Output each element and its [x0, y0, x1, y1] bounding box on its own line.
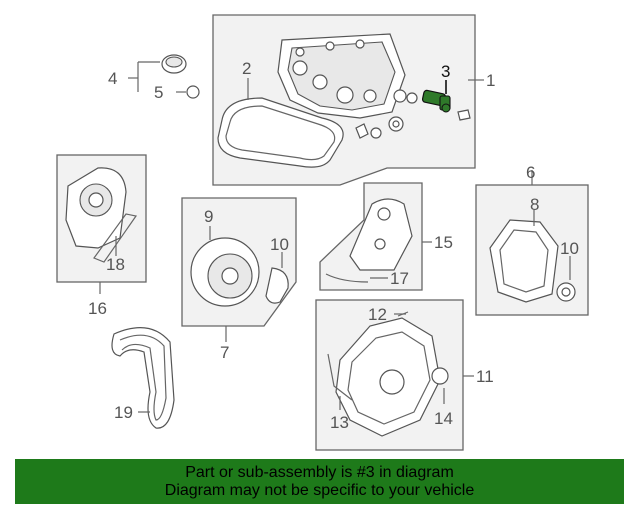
callout-10b: 10	[560, 239, 579, 258]
panel-timing-cover-rear	[56, 154, 147, 294]
callout-6: 6	[526, 163, 535, 182]
callout-18: 18	[106, 255, 125, 274]
callout-14: 14	[434, 409, 453, 428]
callout-2: 2	[242, 59, 251, 78]
panel-valve-cover	[212, 14, 484, 186]
callout-12: 12	[368, 305, 387, 324]
info-banner: Part or sub-assembly is #3 in diagram Di…	[15, 459, 624, 504]
part-3-highlighted[interactable]	[421, 89, 451, 113]
panel-water-pump	[181, 197, 297, 342]
callout-1: 1	[486, 71, 495, 90]
callout-19: 19	[114, 403, 133, 422]
callout-10a: 10	[270, 235, 289, 254]
group-oil-cap	[128, 54, 200, 99]
callout-7: 7	[220, 343, 229, 362]
callout-11: 11	[476, 367, 494, 386]
callout-3: 3	[441, 62, 450, 81]
callout-13: 13	[330, 413, 349, 432]
banner-line-2: Diagram may not be specific to your vehi…	[164, 481, 475, 499]
callout-9: 9	[204, 207, 213, 226]
banner-line-1: Part or sub-assembly is #3 in diagram	[185, 463, 454, 481]
callout-8: 8	[530, 195, 539, 214]
callout-17: 17	[390, 269, 409, 288]
callout-15: 15	[434, 233, 453, 252]
callout-4: 4	[108, 69, 117, 88]
callout-5: 5	[154, 83, 163, 102]
part-belt	[111, 327, 175, 429]
panel-timing-cover-front	[475, 170, 589, 316]
callout-16: 16	[88, 299, 107, 318]
panel-timing-case	[315, 299, 474, 451]
panel-bracket	[319, 182, 432, 291]
